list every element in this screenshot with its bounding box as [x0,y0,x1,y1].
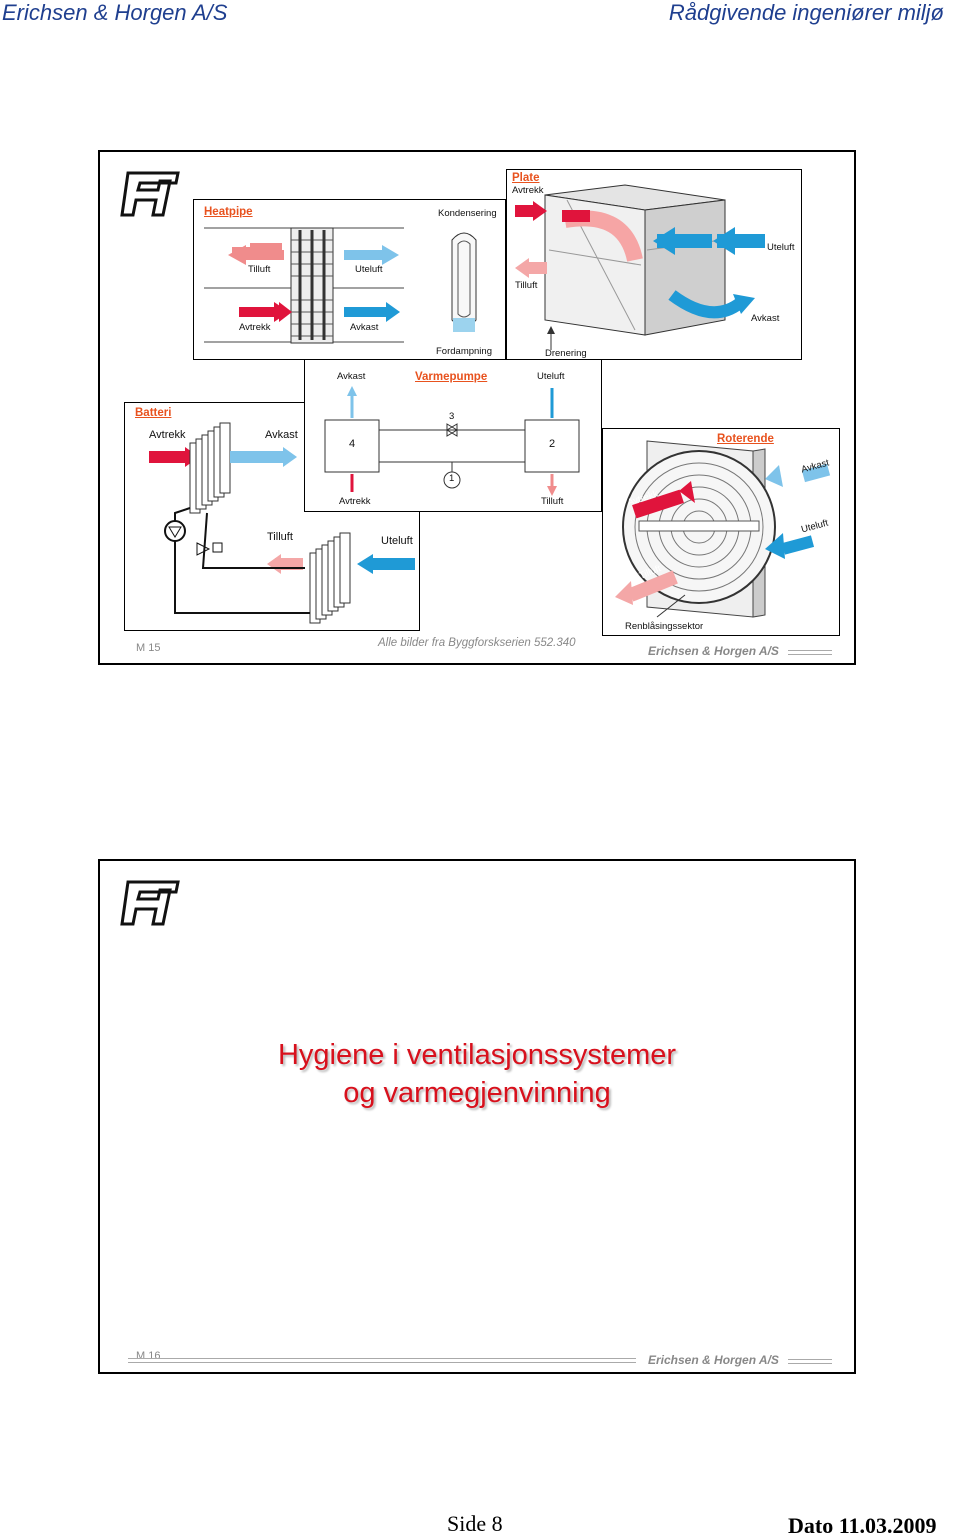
plate-tilluft: Tilluft [515,280,538,291]
company-logo [120,171,180,217]
varmepumpe-avkast: Avkast [337,371,366,382]
plate-title: Plate [512,172,540,184]
company-logo [120,880,180,926]
heatpipe-title: Heatpipe [204,206,253,218]
slide-title-line1: Hygiene i ventilasjonssystemer [277,1039,677,1071]
varmepumpe-uteluft: Uteluft [537,371,565,382]
footer-brand: Erichsen & Horgen A/S [648,1353,779,1367]
slide-m16: Hygiene i ventilasjonssystemer og varmeg… [98,859,856,1374]
heatpipe-avtrekk: Avtrekk [239,322,271,333]
varmepumpe-n3: 3 [449,411,455,422]
batteri-avtrekk: Avtrekk [149,429,186,441]
slide-title-line2: og varmegjenvinning [343,1077,611,1109]
heatpipe-avkast: Avkast [350,322,379,333]
fordampning-label: Fordampning [436,346,492,357]
heatpipe-uteluft: Uteluft [355,264,383,275]
roterende-title: Roterende [717,433,774,445]
footer-rule-left [128,1358,636,1363]
varmepumpe-diagram [324,386,580,496]
varmepumpe-title: Varmepumpe [415,371,488,383]
batteri-diagram [149,422,415,624]
batteri-uteluft: Uteluft [381,535,413,547]
batteri-tilluft: Tilluft [267,531,293,543]
slide-number: M 15 [136,642,161,654]
roterende-diagram [615,440,831,618]
plate-avtrekk: Avtrekk [512,185,544,196]
plate-avkast: Avkast [751,313,780,324]
roterende-panel: Roterende Avkast Uteluft Avtrekk Tilluft… [602,428,840,636]
footer-rule [788,1359,832,1364]
varmepumpe-n2: 2 [549,438,556,450]
batteri-avkast: Avkast [265,429,298,441]
heatpipe-diagram [204,227,477,344]
varmepumpe-panel: Avkast Varmepumpe Uteluft 4 2 3 1 Avtrek… [304,359,602,512]
batteri-title: Batteri [135,407,172,419]
header-company: Erichsen & Horgen A/S [2,0,228,25]
varmepumpe-n4: 4 [349,438,356,450]
varmepumpe-avtrekk: Avtrekk [339,496,371,507]
page-number: Side 8 [447,1511,503,1536]
plate-drenering: Drenering [545,348,587,359]
varmepumpe-tilluft: Tilluft [541,496,564,507]
footer-rule [788,650,832,655]
heatpipe-tilluft: Tilluft [248,264,271,275]
varmepumpe-n1: 1 [449,473,455,484]
header-tagline: Rådgivende ingeniører miljø [668,0,944,25]
heatpipe-panel: Heatpipe Kondensering [193,199,506,360]
footer-brand: Erichsen & Horgen A/S [648,644,779,658]
renblasingssektor-label: Renblåsingssektor [625,621,704,632]
kondensering-label: Kondensering [438,208,497,219]
image-credit: Alle bilder fra Byggforskserien 552.340 [378,637,576,649]
plate-uteluft: Uteluft [767,242,795,253]
slide-title: Hygiene i ventilasjonssystemer og varmeg… [100,1036,854,1112]
plate-panel: Plate Avtrekk Uteluft Tilluft Avkast Dre… [506,169,802,360]
slide-m15: Heatpipe Kondensering [98,150,856,665]
plate-diagram [515,184,765,350]
page-date: Dato 11.03.2009 [788,1513,937,1538]
slide-number: M 16 [136,1350,161,1362]
